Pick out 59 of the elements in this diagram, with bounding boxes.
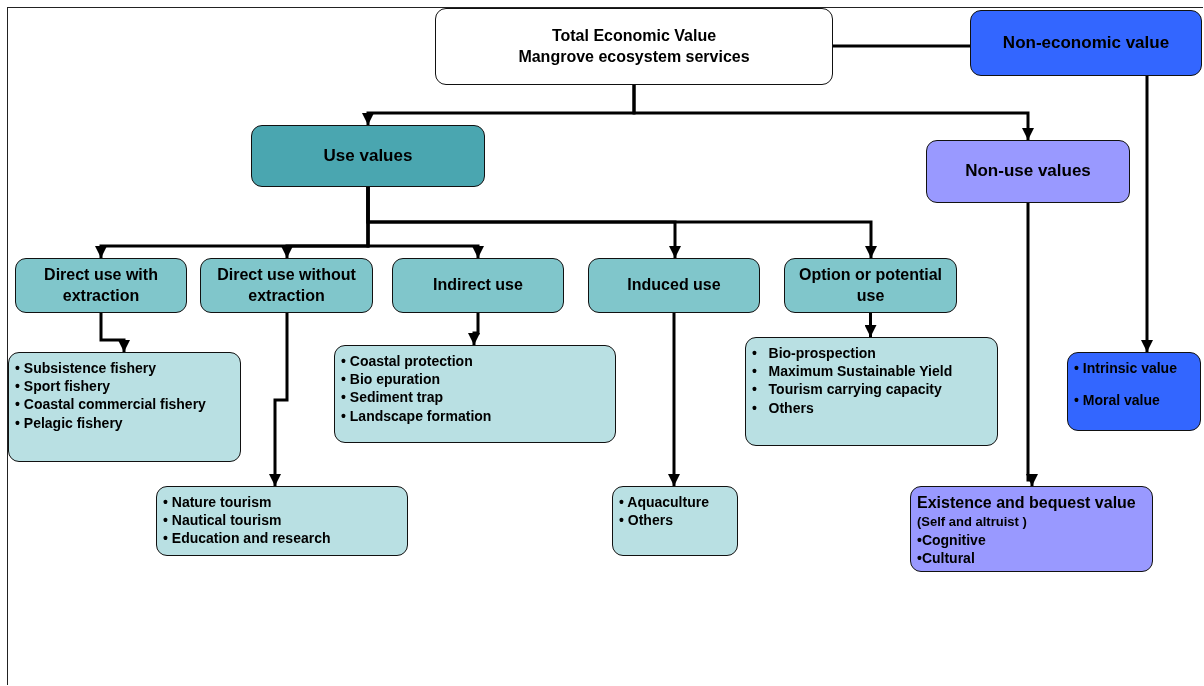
list-item: (Self and altruist ) — [917, 513, 1027, 531]
arrow — [864, 313, 877, 337]
arrow — [1026, 203, 1038, 486]
list-item: • Coastal protection — [341, 352, 473, 371]
list-item: • Pelagic fishery — [15, 413, 123, 432]
list-item: • Intrinsic value — [1074, 359, 1177, 378]
category-box — [15, 258, 187, 313]
arrow — [668, 313, 680, 486]
list-item: Existence and bequest value — [917, 493, 1136, 513]
list-item: • Others — [619, 511, 673, 530]
box-title: Total Economic Value — [551, 25, 717, 46]
category-box — [970, 10, 1202, 76]
arrow — [1141, 76, 1153, 352]
category-box — [435, 8, 833, 85]
category-box — [200, 258, 373, 313]
arrow — [366, 187, 877, 258]
box-title: Induced use — [627, 275, 721, 296]
list-item: • Maximum Sustainable Yield — [752, 362, 953, 381]
box-title: Non-economic value — [1002, 31, 1170, 54]
arrow — [632, 85, 1034, 140]
connector-line — [833, 44, 970, 48]
list-box — [612, 486, 738, 556]
list-item: • Bio epuration — [341, 370, 440, 389]
list-item: •Cognitive — [917, 530, 986, 549]
list-item: • Bio-prospection — [752, 344, 876, 363]
box-title: Indirect use — [433, 275, 523, 296]
list-box — [745, 337, 998, 446]
list-item: • Sediment trap — [341, 388, 444, 407]
list-item: • Nautical tourism — [163, 511, 282, 530]
list-box — [910, 486, 1153, 572]
list-item: • Coastal commercial fishery — [15, 395, 206, 414]
box-title: Mangrove ecosystem services — [518, 46, 750, 67]
list-item: • Nature tourism — [163, 493, 272, 512]
category-box — [588, 258, 760, 313]
box-title: Direct use without extraction — [216, 264, 357, 306]
category-box — [251, 125, 485, 187]
list-item: • Sport fishery — [15, 377, 111, 396]
arrow — [269, 313, 289, 486]
list-item: •Cultural — [917, 548, 975, 568]
list-box — [156, 486, 408, 556]
list-item: • Education and research — [163, 529, 331, 548]
category-box — [784, 258, 957, 313]
category-box — [926, 140, 1130, 203]
list-item: • Landscape formation — [341, 406, 492, 425]
list-item: • Aquaculture — [619, 493, 709, 512]
box-title: Option or potential use — [797, 264, 944, 306]
list-item: • Tourism carrying capacity — [752, 380, 942, 399]
arrow — [468, 313, 480, 345]
category-box — [392, 258, 564, 313]
arrow — [99, 313, 130, 352]
list-item: • Subsistence fishery — [15, 359, 157, 378]
box-title: Non-use values — [965, 160, 1091, 183]
box-title: Direct use with extraction — [43, 264, 159, 306]
list-box — [334, 345, 616, 443]
list-item: • Moral value — [1074, 391, 1160, 410]
list-box — [1067, 352, 1201, 431]
list-box — [8, 352, 241, 462]
box-title: Use values — [323, 144, 413, 167]
list-item: • Others — [752, 398, 814, 417]
